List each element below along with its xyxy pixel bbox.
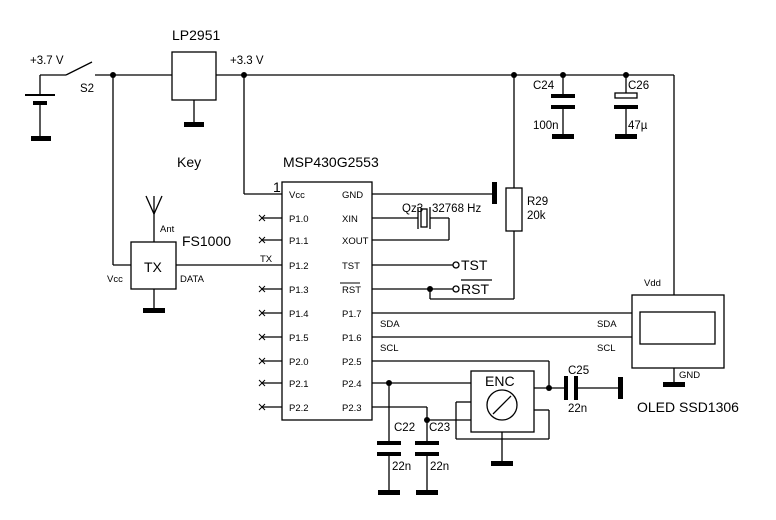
ground-c24 (552, 134, 574, 139)
encoder-label: ENC (485, 373, 515, 389)
mcu-name-label: MSP430G2553 (283, 154, 379, 170)
mcu-body (281, 181, 373, 421)
mcu-left-pin-label: P1.1 (289, 236, 309, 247)
ground-oled (663, 382, 685, 387)
tx-vcc-label: Vcc (107, 274, 123, 285)
c22-value-label: 22n (392, 461, 411, 473)
junction-dots (110, 72, 629, 423)
ground-c22 (378, 490, 400, 495)
mcu-right-pin-label: XOUT (342, 236, 369, 247)
mcu-right-pin-label: P2.3 (342, 403, 362, 414)
ground-battery (31, 136, 51, 141)
rst-testpoint (452, 285, 460, 293)
mcu-right-pin-label: P2.5 (342, 357, 362, 368)
unconnected-pin-mark (258, 285, 282, 293)
crystal-freq-label: 32768 Hz (432, 203, 481, 215)
mcu-right-pin-label: GND (342, 190, 363, 201)
wires (39, 61, 675, 490)
rail-voltage-label: +3.3 V (230, 55, 264, 67)
ground-c25 (618, 377, 623, 399)
tx-data-label: DATA (180, 274, 205, 285)
mcu-right-pin-label: P2.4 (342, 379, 362, 390)
tx-name-label: FS1000 (182, 233, 231, 249)
cap-c25-symbol (564, 376, 578, 400)
ground-symbols (31, 122, 685, 495)
crystal-ref-label: Qz3 (402, 203, 423, 215)
unconnected-pin-mark (258, 357, 282, 365)
ground-c23 (416, 490, 438, 495)
regulator-block (171, 51, 217, 101)
net-scl-label: SCL (380, 343, 398, 354)
regulator-label: LP2951 (172, 27, 220, 43)
oled-gnd-label: GND (679, 370, 700, 381)
cap-c26-symbol (614, 92, 638, 109)
mcu-right-pin-label: P1.7 (342, 309, 362, 320)
tx-block-label: TX (144, 259, 163, 275)
unconnected-pin-mark (258, 214, 282, 222)
mcu-right-pin-label: RST (342, 285, 361, 296)
switch-label: S2 (80, 83, 94, 95)
ground-regulator (184, 122, 204, 127)
mcu-left-pin-label: P1.5 (289, 333, 309, 344)
net-sda-label: SDA (380, 319, 400, 330)
cap-c23-symbol (415, 441, 439, 456)
oled-sda-label: SDA (597, 319, 617, 330)
unconnected-pin-mark (258, 333, 282, 341)
unconnected-pin-mark (258, 403, 282, 411)
mcu-left-pin-label: Vcc (289, 190, 305, 201)
c23-value-label: 22n (430, 461, 449, 473)
cap-c22-symbol (377, 441, 401, 456)
cap-c24-symbol (551, 94, 575, 109)
mcu-left-pin-label: P1.0 (289, 214, 309, 225)
oled-scl-label: SCL (597, 343, 615, 354)
r29-ref-label: R29 (527, 196, 548, 208)
unconnected-pin-mark (258, 379, 282, 387)
tst-testpoint (452, 261, 460, 269)
mcu-left-pin-label: P1.3 (289, 285, 309, 296)
mcu-left-pin-label: P1.2 (289, 261, 309, 272)
mcu-right-pin-label: P1.6 (342, 333, 362, 344)
c25-value-label: 22n (568, 403, 587, 415)
c25-ref-label: C25 (568, 365, 589, 377)
mcu-right-pin-label: TST (342, 261, 360, 272)
resistor-r29 (505, 187, 523, 232)
ground-encoder (491, 461, 513, 466)
mcu-left-pin-label: P2.0 (289, 357, 309, 368)
ground-mcu (492, 182, 497, 204)
oled-display (631, 294, 725, 369)
tx-ant-label: Ant (160, 224, 175, 235)
crystal-symbol (417, 207, 431, 229)
c24-value-label: 100n (533, 120, 559, 132)
key-label: Key (177, 154, 201, 170)
ground-tx (143, 308, 165, 313)
tst-label: TST (461, 257, 488, 273)
c26-ref-label: C26 (628, 80, 649, 92)
tx-module (130, 241, 177, 290)
c26-value-label: 47µ (628, 120, 648, 132)
battery-symbol (25, 94, 55, 122)
tx-signal-label: TX (260, 254, 273, 265)
unconnected-pin-mark (258, 236, 282, 244)
mcu-left-pin-label: P2.2 (289, 403, 309, 414)
mcu-right-pin-label: XIN (342, 214, 358, 225)
c23-ref-label: C23 (429, 422, 450, 434)
unconnected-pin-mark (258, 309, 282, 317)
mcu-left-pin-label: P2.1 (289, 379, 309, 390)
oled-name-label: OLED SSD1306 (637, 399, 739, 415)
battery-voltage-label: +3.7 V (30, 55, 64, 67)
oled-vdd-label: Vdd (644, 278, 661, 289)
c22-ref-label: C22 (394, 422, 415, 434)
mcu-left-pin-label: P1.4 (289, 309, 309, 320)
rst-label: RST (461, 281, 489, 297)
r29-value-label: 20k (527, 210, 546, 222)
ground-c26 (615, 134, 637, 139)
c24-ref-label: C24 (533, 80, 555, 92)
encoder-symbol (470, 370, 535, 433)
mcu-pin1-label: 1 (273, 179, 281, 195)
mcu-right-pins: GND XIN XOUT TST RST P1.7P1.6P2.5P2.4P2.3 (342, 190, 369, 414)
